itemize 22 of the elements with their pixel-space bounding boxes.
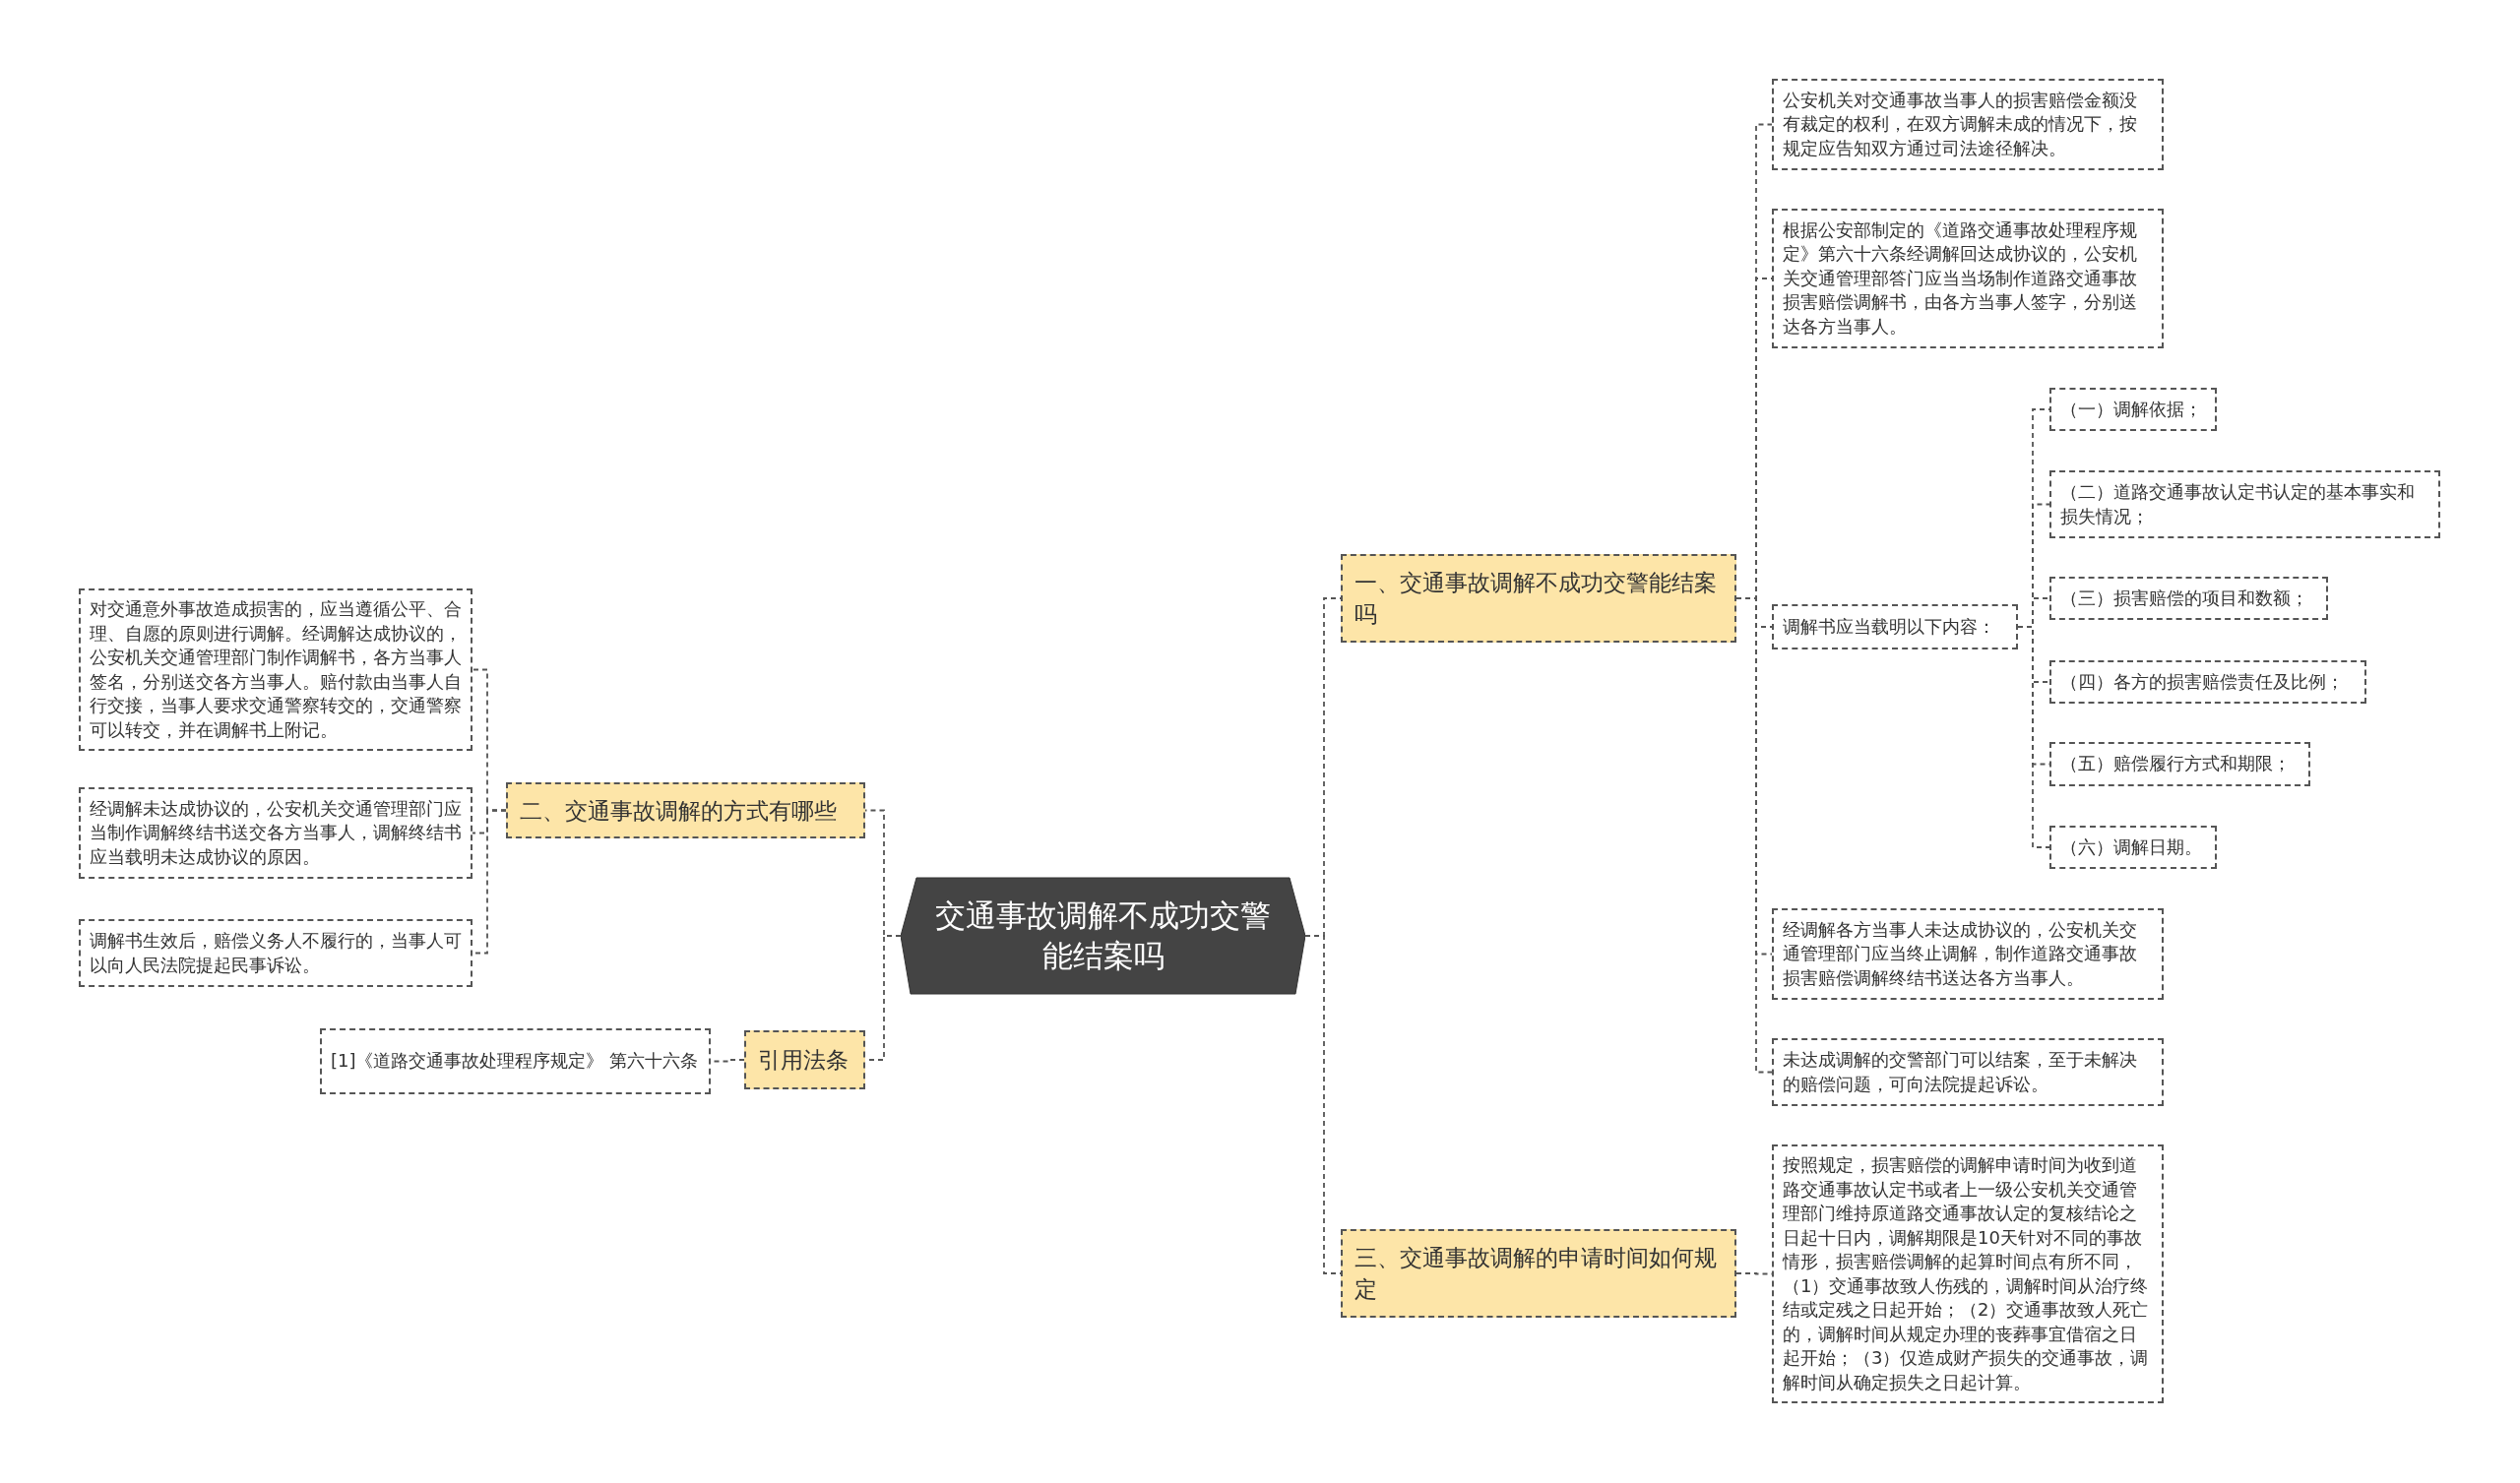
- note-box: （一）调解依据；: [2049, 388, 2217, 431]
- note-box: （六）调解日期。: [2049, 826, 2217, 869]
- note-box: 公安机关对交通事故当事人的损害赔偿金额没有裁定的权利，在双方调解未成的情况下，按规定应告知双方通过司法途径解决。: [1772, 79, 2164, 170]
- note-box: （五）赔偿履行方式和期限；: [2049, 742, 2310, 786]
- note-box: 调解书生效后，赔偿义务人不履行的，当事人可以向人民法院提起民事诉讼。: [79, 919, 472, 987]
- branch-box: 二、交通事故调解的方式有哪些: [506, 782, 865, 838]
- note-box: （二）道路交通事故认定书认定的基本事实和损失情况；: [2049, 470, 2440, 538]
- note-box: 对交通意外事故造成损害的，应当遵循公平、合理、自愿的原则进行调解。经调解达成协议的，公安机关交通管理部门制作调解书，各方当事人签名，分别送交各方当事人。赔付款由当事人自行交接，当事人要求交通警察转交的，交通警察可以转交，并在调解书上附记。: [79, 588, 472, 751]
- note-box: 按照规定，损害赔偿的调解申请时间为收到道路交通事故认定书或者上一级公安机关交通管理部门维持原道路交通事故认定的复核结论之日起十日内，调解期限是10天针对不同的事故情形，损害赔偿调解的起算时间点有所不同，（1）交通事故致人伤残的，调解时间从治疗终结或定残之日起开始；（2）交通事故致人死亡的，调解时间从规定办理的丧葬事宜借宿之日起开始；（3）仅造成财产损失的交通事故，调解时间从确定损失之日起计算。: [1772, 1144, 2164, 1403]
- branch-box: 引用法条: [744, 1030, 865, 1089]
- connector-line: [2017, 626, 2050, 848]
- note-box: （四）各方的损害赔偿责任及比例；: [2049, 660, 2366, 704]
- branch-box: 一、交通事故调解不成功交警能结案吗: [1341, 554, 1736, 643]
- topic-hexagon: 交通事故调解不成功交警能结案吗: [901, 876, 1305, 996]
- note-box: （三）损害赔偿的项目和数额；: [2049, 577, 2328, 620]
- note-box: 经调解各方当事人未达成协议的，公安机关交通管理部门应当终止调解，制作道路交通事故损害赔偿调解终结书送达各方当事人。: [1772, 908, 2164, 1000]
- note-box: 根据公安部制定的《道路交通事故处理程序规定》第六十六条经调解回达成协议的，公安机关交通管理部答门应当当场制作道路交通事故损害赔偿调解书，由各方当事人签字，分别送达各方当事人。: [1772, 209, 2164, 348]
- note-box: [1]《道路交通事故处理程序规定》 第六十六条: [320, 1028, 711, 1094]
- branch-box: 三、交通事故调解的申请时间如何规定: [1341, 1229, 1736, 1318]
- note-box: 未达成调解的交警部门可以结案，至于未解决的赔偿问题，可向法院提起诉讼。: [1772, 1038, 2164, 1106]
- note-box: 经调解未达成协议的，公安机关交通管理部门应当制作调解终结书送交各方当事人，调解终结书应当载明未达成协议的原因。: [79, 787, 472, 879]
- note-box: 调解书应当载明以下内容：: [1772, 604, 2018, 649]
